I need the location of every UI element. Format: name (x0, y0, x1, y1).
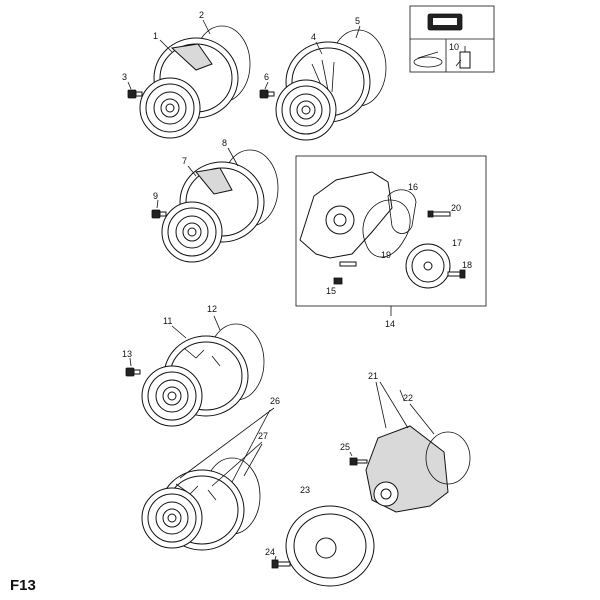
callout-6: 6 (264, 72, 269, 82)
callout-15: 15 (326, 286, 336, 296)
water-pump-assembly-6 (271, 381, 471, 587)
callout-21: 21 (368, 371, 378, 381)
callout-19: 19 (381, 250, 391, 260)
callout-11: 11 (163, 316, 172, 326)
callout-4: 4 (311, 32, 316, 42)
callout-10: 10 (449, 42, 459, 52)
water-pump-assembly-2 (259, 25, 387, 141)
callout-20: 20 (451, 203, 461, 213)
callout-18: 18 (462, 260, 472, 270)
callout-26: 26 (270, 396, 280, 406)
callout-5: 5 (355, 16, 360, 26)
callout-23: 23 (300, 485, 310, 495)
sealant-bottle-icon (455, 46, 471, 69)
callout-27: 27 (258, 431, 268, 441)
repair-manual-icon (427, 13, 463, 31)
callout-12: 12 (207, 304, 217, 314)
water-pump-kit-box (295, 155, 487, 316)
callout-13: 13 (122, 349, 132, 359)
callout-3: 3 (122, 72, 127, 82)
callout-7: 7 (182, 156, 187, 166)
callout-17: 17 (452, 238, 462, 248)
callout-25: 25 (340, 442, 350, 452)
figure-label: F13 (10, 577, 36, 594)
callout-8: 8 (222, 138, 227, 148)
callout-1: 1 (153, 31, 158, 41)
callout-2: 2 (199, 10, 204, 20)
callout-16: 16 (408, 182, 418, 192)
callout-9: 9 (153, 191, 158, 201)
water-pump-assembly-5 (141, 407, 275, 551)
water-pump-assembly-3 (151, 147, 279, 263)
callout-22: 22 (403, 393, 413, 403)
callout-24: 24 (265, 547, 275, 557)
reference-icon-box: 10 (409, 5, 495, 73)
water-pump-assembly-4 (125, 315, 265, 427)
callout-14: 14 (385, 319, 395, 329)
oil-can-icon (413, 51, 443, 68)
water-pump-assembly-1 (127, 19, 251, 139)
